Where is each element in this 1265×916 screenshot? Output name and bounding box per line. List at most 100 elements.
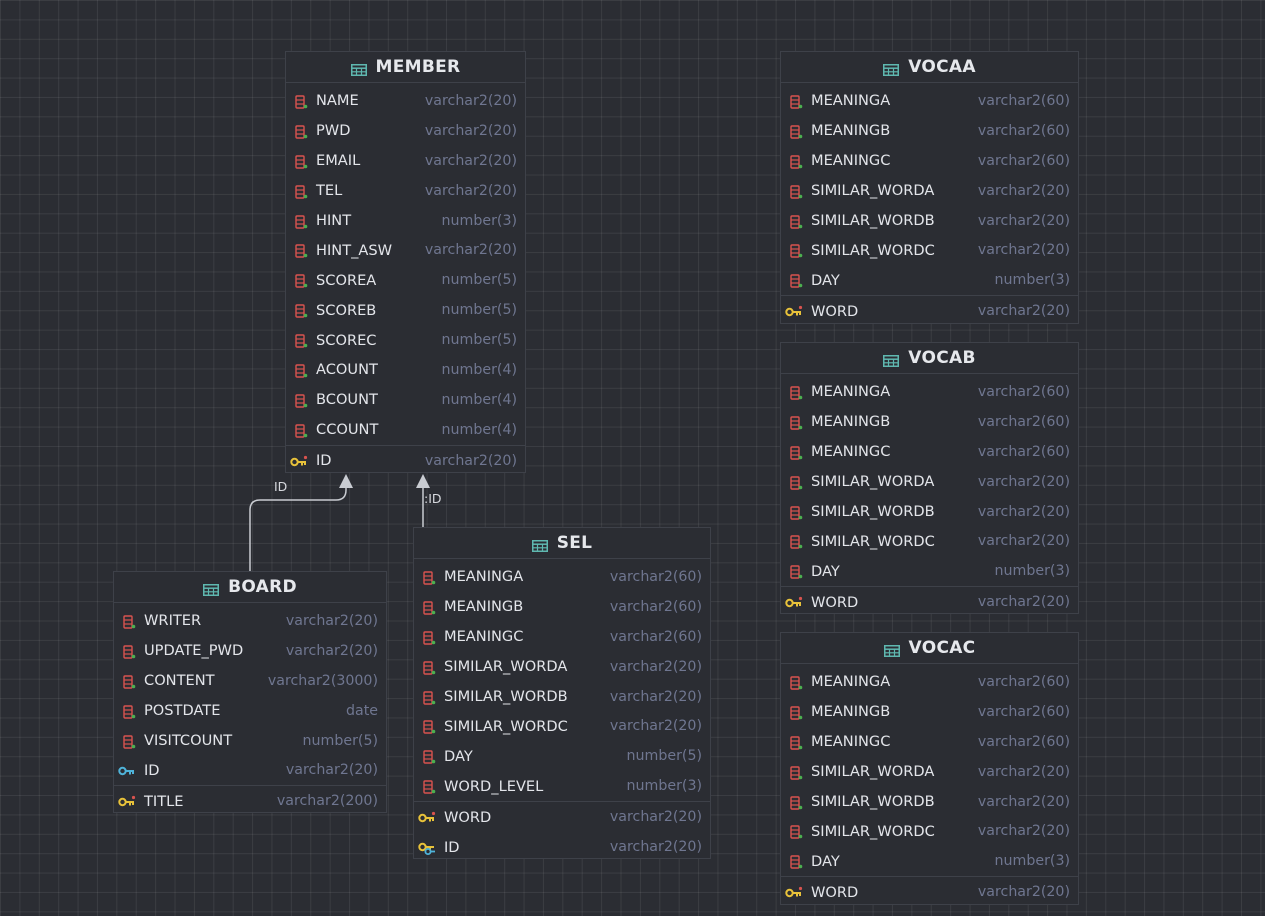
- table-header[interactable]: VOCAA: [781, 52, 1078, 83]
- column-icon: [789, 154, 803, 169]
- table-title: MEMBER: [375, 57, 461, 77]
- relation-arrow-board-member: [339, 474, 353, 488]
- column-name: VISITCOUNT: [144, 732, 233, 749]
- column-icon: [789, 564, 803, 579]
- column-icon: [422, 719, 436, 735]
- column-icon: [789, 385, 803, 400]
- table-header[interactable]: VOCAC: [781, 633, 1078, 664]
- column-type: varchar2(3000): [267, 672, 378, 689]
- primary-key-icon: [785, 304, 803, 318]
- column-name: DAY: [811, 852, 840, 870]
- primary-key-icon: [785, 885, 803, 899]
- table-header[interactable]: MEMBER: [286, 52, 525, 83]
- column-icon: [789, 735, 803, 750]
- column-icon: [789, 765, 803, 780]
- table-header[interactable]: BOARD: [114, 572, 386, 603]
- column-type: varchar2(200): [276, 793, 378, 810]
- column-type: varchar2(20): [977, 884, 1070, 901]
- column-type: number(3): [994, 853, 1070, 870]
- table-header[interactable]: SEL: [414, 528, 710, 559]
- column-icon: [422, 779, 436, 794]
- column-icon: [422, 600, 436, 615]
- column-type: varchar2(20): [977, 594, 1070, 611]
- column-name: SIMILAR_WORDB: [811, 212, 935, 229]
- column-name: SIMILAR_WORDA: [811, 182, 935, 200]
- column-icon: [422, 690, 436, 705]
- column-name: TITLE: [144, 792, 184, 810]
- column-icon: [422, 630, 436, 645]
- column-type: varchar2(20): [977, 503, 1070, 520]
- column-name: HINT_ASW: [316, 241, 393, 259]
- primary-key-icon: [290, 454, 308, 468]
- column-row-day[interactable]: DAY number(3): [781, 846, 1078, 876]
- table-icon: [883, 642, 900, 657]
- column-name: MEANINGB: [811, 413, 891, 431]
- table-header[interactable]: VOCAB: [781, 343, 1078, 374]
- column-name: SIMILAR_WORDB: [444, 688, 568, 705]
- primary-key-icon: [118, 794, 136, 808]
- column-name: ID: [144, 761, 160, 779]
- column-icon: [294, 363, 308, 378]
- column-row-title[interactable]: TITLE varchar2(200): [114, 785, 386, 816]
